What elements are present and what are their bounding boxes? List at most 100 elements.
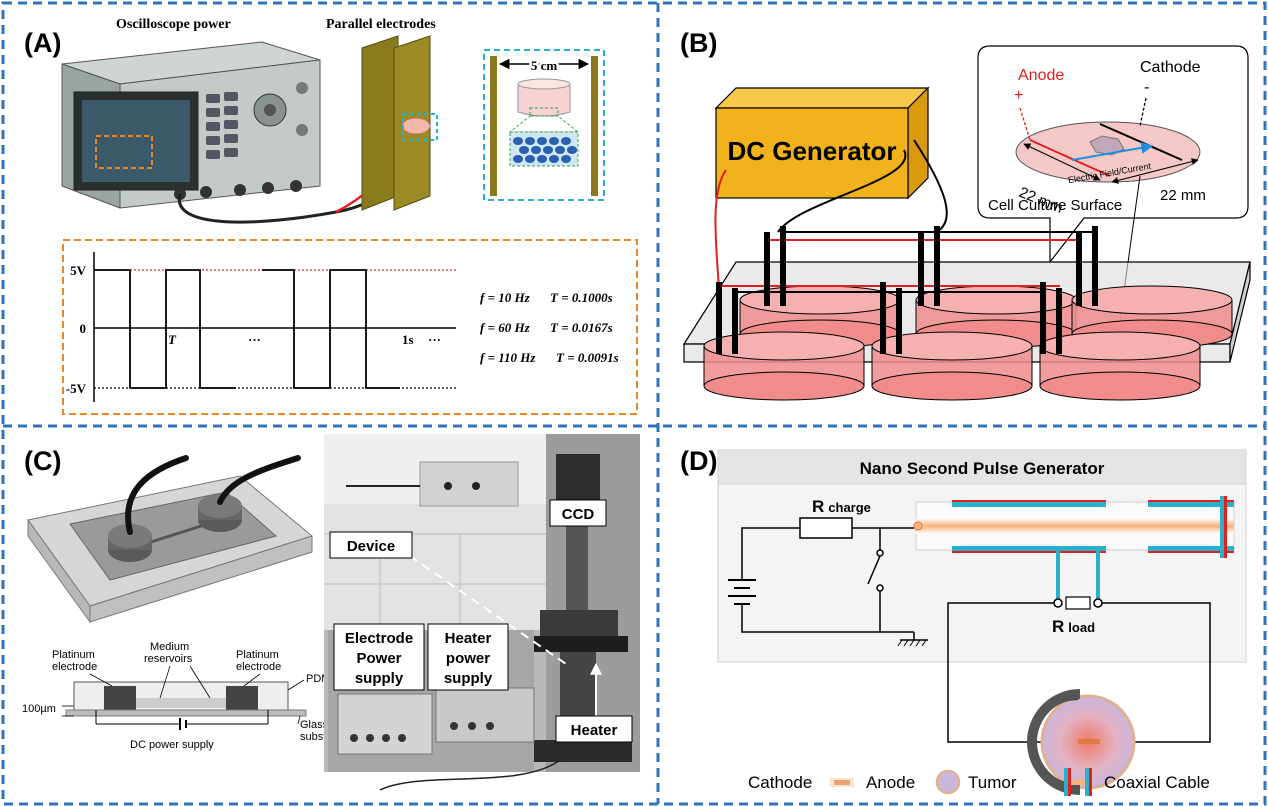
dish-front-1 xyxy=(703,331,865,401)
cell-pattern xyxy=(513,137,577,163)
generator-box xyxy=(717,449,1247,663)
cathode-legend-icon xyxy=(718,768,732,796)
oscilloscope-device xyxy=(61,41,321,209)
oscilloscope-label: Oscilloscope power xyxy=(116,17,231,32)
panel-b-label: (B) xyxy=(680,28,717,58)
generator-title: Nano Second Pulse Generator xyxy=(860,459,1105,478)
param-f-3: f = 110 Hz xyxy=(480,350,536,365)
param-t-1: T = 0.1000s xyxy=(550,290,613,305)
device-pointer xyxy=(409,555,567,665)
r-charge-sub: charge xyxy=(828,500,871,515)
generator-label: DC Generator xyxy=(727,136,896,166)
panel-a: (A) Oscilloscope power Parallel electrod… xyxy=(24,17,638,415)
cathode-label: Cathode xyxy=(1140,59,1201,76)
medium-line-1: Medium xyxy=(150,641,189,653)
y-zero-label: 0 xyxy=(80,321,87,336)
panel-b: (B) DC Generator Electric Field/Current … xyxy=(680,28,1251,401)
panel-d-legend: Cathode Anode Tumor Coaxial Cable xyxy=(718,768,1210,796)
electrode-supply-line-3: supply xyxy=(355,670,404,687)
electrode-supply-line-2: Power xyxy=(356,650,401,667)
param-f-2: f = 60 Hz xyxy=(480,320,531,335)
period-label: T xyxy=(168,332,177,347)
panel-d-label: (D) xyxy=(680,446,717,476)
param-t-3: T = 0.0091s xyxy=(556,350,619,365)
param-f-1: f = 10 Hz xyxy=(480,290,531,305)
cathode-sign: - xyxy=(1144,79,1149,96)
electrode-supply-line-1: Electrode xyxy=(345,630,413,647)
waveform-panel: 5V 0 -5V T ··· 1s ··· f = 10 Hz T = 0.10… xyxy=(62,239,638,415)
legend-tumor: Tumor xyxy=(968,773,1017,792)
heater-supply-label: Heater power supply xyxy=(444,630,493,687)
sample-highlight-box xyxy=(402,113,438,141)
scope-highlight-box xyxy=(95,135,153,169)
frequency-params: f = 10 Hz T = 0.1000s f = 60 Hz T = 0.01… xyxy=(480,290,619,365)
medium-line-2: reservoirs xyxy=(144,653,193,665)
dish-front-3 xyxy=(1039,331,1201,401)
coaxial-line xyxy=(913,496,1235,558)
waveform-right xyxy=(262,269,400,389)
microfluidic-device xyxy=(27,455,314,624)
device-label: Device xyxy=(347,538,395,555)
heater-supply-line-1: Heater xyxy=(445,630,492,647)
scope-connectors xyxy=(174,180,302,200)
platinum-left-line-2: electrode xyxy=(52,661,97,673)
panel-c-label: (C) xyxy=(24,446,61,476)
electrodes-label: Parallel electrodes xyxy=(326,17,436,32)
legend-cathode: Cathode xyxy=(748,773,812,792)
r-charge-letter: R xyxy=(812,497,824,516)
legend-anode: Anode xyxy=(866,773,915,792)
thickness-label: 100µm xyxy=(22,703,56,715)
load-circuit xyxy=(947,551,1211,743)
panel-a-label: (A) xyxy=(24,28,61,58)
platinum-left-line-1: Platinum xyxy=(52,649,95,661)
tumor-model xyxy=(1027,689,1136,795)
electrode-rods xyxy=(716,226,1098,354)
supply-knobs xyxy=(350,722,494,742)
heater-supply-line-2: power xyxy=(446,650,490,667)
anode-sign: + xyxy=(1014,87,1023,104)
dc-supply-label: DC power supply xyxy=(130,739,214,751)
tumor-legend-icon xyxy=(935,769,961,795)
dishes-front xyxy=(703,331,1201,401)
waveform-left xyxy=(94,269,236,389)
parallel-electrodes xyxy=(361,35,438,211)
distance-label: 5 cm xyxy=(531,58,558,73)
dish-front-2 xyxy=(871,331,1033,401)
coax-legend-icon xyxy=(1064,768,1092,796)
ellipsis-2: ··· xyxy=(428,332,441,347)
pulse-circuit xyxy=(728,517,928,647)
panel-d: (D) Nano Second Pulse Generator xyxy=(680,446,1247,796)
heater-supply-line-3: supply xyxy=(444,670,493,687)
scope-buttons xyxy=(206,92,238,159)
one-second-label: 1s xyxy=(402,332,414,347)
cross-section-leaders xyxy=(62,665,305,725)
dc-generator: DC Generator xyxy=(714,86,930,200)
glass-line-1: Glass xyxy=(300,719,329,731)
platinum-right-line-1: Platinum xyxy=(236,649,279,661)
anode-label: Anode xyxy=(1018,67,1064,84)
surface-callout: Electric Field/Current Anode + Cathode -… xyxy=(977,45,1249,321)
y-low-label: -5V xyxy=(66,381,87,396)
r-load-sub: load xyxy=(1068,620,1095,635)
panel-c: (C) xyxy=(22,434,640,791)
ccd-label: CCD xyxy=(562,506,595,523)
length-label: 22 mm xyxy=(1160,187,1206,204)
ellipsis-1: ··· xyxy=(248,332,261,347)
surface-label: Cell Culture Surface xyxy=(988,197,1122,214)
y-high-label: 5V xyxy=(70,263,87,278)
heater-label: Heater xyxy=(571,722,618,739)
